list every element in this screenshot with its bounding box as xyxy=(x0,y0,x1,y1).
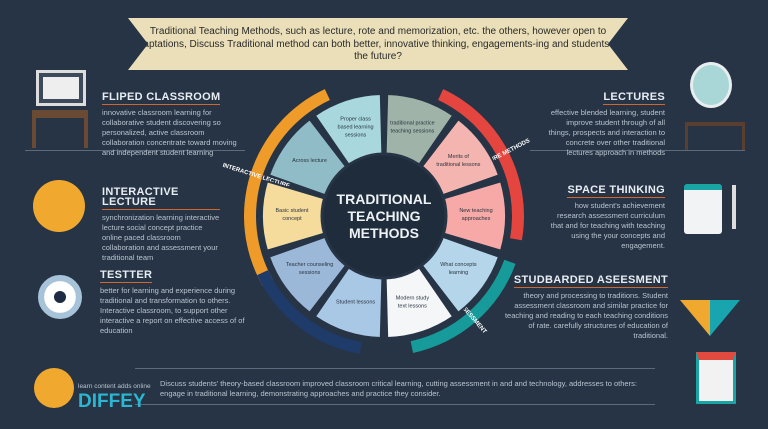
section-title: STUDBARDED ASEESMENT xyxy=(513,274,668,288)
section-body: theory and processing to traditions. Stu… xyxy=(504,291,668,340)
whiteboard-icon xyxy=(36,70,86,106)
center-title: TRADITIONAL xyxy=(337,191,432,207)
divider xyxy=(135,404,655,405)
section-title: FLIPED CLASSROOM xyxy=(102,91,221,105)
segment-text: Student lessons xyxy=(336,299,375,305)
divider xyxy=(135,368,655,369)
section-title: LECTURES xyxy=(603,91,665,105)
section-footer: Discuss students' theory-based classroom… xyxy=(160,379,660,399)
difference-title: DIFFEY xyxy=(78,391,146,412)
section-body: synchronization learning interactive lec… xyxy=(102,213,220,262)
section-difference: learn content adds online DIFFEY xyxy=(78,382,158,412)
arc-band xyxy=(257,270,362,354)
arc-band xyxy=(410,259,516,353)
segment-text: Across lecture xyxy=(292,158,327,164)
footer-body: Discuss students' theory-based classroom… xyxy=(160,379,637,398)
banner-text: Traditional Teaching Methods, such as le… xyxy=(132,26,624,62)
section-title: INTERACTIVE LECTURE xyxy=(102,187,220,210)
section-body: innovative classroom learning for collab… xyxy=(102,108,237,157)
chart-circle-icon xyxy=(33,180,85,232)
section-body: better for learning and experience durin… xyxy=(100,286,245,335)
center-circle xyxy=(320,152,448,280)
lightbulb-icon xyxy=(690,62,732,108)
divider xyxy=(530,150,745,151)
arc-band xyxy=(243,89,330,286)
section-interactive-lecture: INTERACTIVE LECTURE synchronization lear… xyxy=(102,187,220,263)
network-icon xyxy=(38,275,82,319)
section-space-thinking: SPACE THINKING how student's achievement… xyxy=(550,185,665,251)
section-testter: TESTTER better for learning and experien… xyxy=(100,270,260,336)
arc-band xyxy=(438,89,524,241)
center-title: TEACHING xyxy=(347,208,420,224)
clipboard-icon xyxy=(684,184,722,234)
certificate-icon xyxy=(34,368,74,408)
document-icon xyxy=(696,352,736,404)
section-lectures: LECTURES effective blended learning, stu… xyxy=(545,92,665,158)
section-title: TESTTER xyxy=(100,269,153,283)
section-flipped-classroom: FLIPED CLASSROOM innovative classroom le… xyxy=(102,92,240,158)
difference-caption: learn content adds online xyxy=(78,383,151,390)
pencil-icon xyxy=(732,185,736,229)
divider xyxy=(25,150,245,151)
section-body: how student's achievement research asses… xyxy=(550,201,665,250)
desk-icon xyxy=(32,110,88,148)
section-standardized-assessment: STUDBARDED ASEESMENT theory and processi… xyxy=(500,275,668,341)
table-icon xyxy=(685,122,745,150)
section-body: effective blended learning, student impr… xyxy=(548,108,665,157)
title-banner: Traditional Teaching Methods, such as le… xyxy=(128,18,628,70)
section-title: SPACE THINKING xyxy=(567,184,665,198)
center-title: METHODS xyxy=(349,225,419,241)
